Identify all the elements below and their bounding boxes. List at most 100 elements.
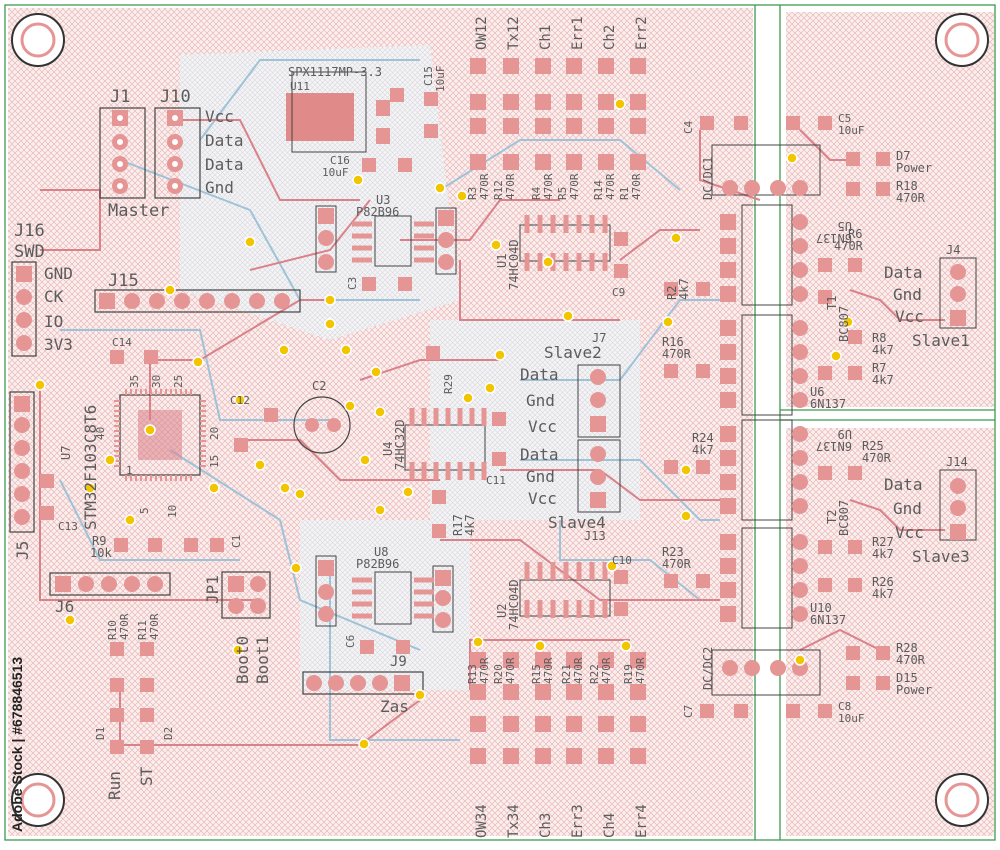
vias	[34, 98, 854, 750]
master-pin-data-2: Data	[205, 155, 244, 174]
dcdc-1	[711, 144, 821, 196]
mcu-pin-10: 10	[166, 505, 179, 518]
ic-u4	[404, 408, 487, 480]
r28-ref: R28	[896, 641, 918, 655]
r10-val: 470R	[118, 613, 131, 640]
slave4-pin-gnd: Gnd	[526, 467, 555, 486]
res-ref-r19: R19	[622, 664, 635, 684]
jp1-label: JP1	[203, 575, 222, 604]
led-label-tx34: Tx34	[506, 804, 522, 838]
slave3-pin-data: Data	[884, 475, 923, 494]
slave2-name: Slave2	[544, 343, 602, 362]
connector-jp1	[221, 571, 271, 619]
res-ref-r13: R13	[466, 664, 479, 684]
mcu-pin-1: 1	[126, 464, 133, 477]
slave4-pin-data: Data	[520, 445, 559, 464]
watermark-label: Adobe Stock | #678846513	[9, 657, 25, 832]
slave1-ref: J4	[946, 243, 960, 257]
r11-val: 470R	[148, 613, 161, 640]
u8-part: P82B96	[356, 557, 399, 571]
led-label-ow34: OW34	[474, 804, 490, 838]
slave1-pin-gnd: Gnd	[893, 285, 922, 304]
t1-part: BC807	[837, 306, 851, 342]
res-val-r3: 470R	[478, 173, 491, 200]
c9-ref: C9	[612, 286, 625, 299]
j15-label: J15	[108, 271, 139, 291]
c8-val: 10uF	[838, 712, 865, 725]
r8-val: 4k7	[872, 343, 894, 357]
master-label-j1: J1	[110, 87, 130, 107]
r23-ref: R23	[662, 545, 684, 559]
res-ref-r14: R14	[592, 180, 605, 200]
led-label-ch1: Ch1	[538, 25, 554, 50]
c13-ref: C13	[58, 520, 78, 533]
boot0-label: Boot0	[233, 636, 252, 684]
connector-j10	[154, 107, 201, 199]
connector-j6	[49, 572, 171, 596]
jumper-pads	[315, 205, 457, 633]
r23-val: 470R	[662, 557, 692, 571]
slave4-ref: J13	[584, 529, 606, 543]
board-outline	[4, 4, 996, 841]
r25-ref: R25	[862, 439, 884, 453]
r2-ref: R2	[665, 286, 679, 300]
t1-ref: T1	[825, 296, 839, 310]
c4-ref: C4	[682, 120, 695, 134]
r27-ref: R27	[872, 535, 894, 549]
res-val-r21: 470R	[572, 657, 585, 684]
ic-u3	[352, 215, 434, 267]
cap-c2	[293, 396, 351, 454]
led-label-ow12: OW12	[474, 16, 490, 50]
res-val-r12: 470R	[504, 173, 517, 200]
r9-val: 10k	[90, 546, 112, 560]
d1-label: D1	[94, 727, 107, 740]
mcu-pin-30: 30	[150, 375, 163, 388]
c14-ref: C14	[112, 336, 132, 349]
led-label-ch4: Ch4	[602, 813, 618, 838]
r27-val: 4k7	[872, 547, 894, 561]
r18-val: 470R	[896, 191, 926, 205]
u1-part: 74HC04D	[507, 239, 521, 290]
connector-j5	[9, 391, 35, 533]
res-ref-r21: R21	[560, 664, 573, 684]
r16-ref: R16	[662, 335, 684, 349]
slave2-ref: J7	[592, 331, 606, 345]
swd-title: SWD	[14, 242, 45, 262]
d7-label: Power	[896, 161, 932, 175]
optocoupler-column	[720, 204, 808, 629]
res-ref-r3: R3	[466, 187, 479, 200]
c10-ref: C10	[612, 554, 632, 567]
zas-label: Zas	[380, 697, 409, 716]
slave2-pin-data: Data	[520, 365, 559, 384]
r10-ref: R10	[106, 620, 119, 640]
res-val-r20: 470R	[504, 657, 517, 684]
res-ref-r5: R5	[556, 187, 569, 200]
slave1-pin-vcc: Vcc	[895, 307, 924, 326]
res-ref-r4: R4	[530, 186, 543, 200]
r17-ref: R17	[451, 514, 465, 536]
j9-label: J9	[390, 654, 407, 670]
slave4-pin-vcc: Vcc	[528, 489, 557, 508]
swd-pin-io: IO	[44, 312, 63, 331]
mcu-ref: U7	[59, 446, 73, 460]
mcu-name: STM32F103C8T6	[81, 405, 100, 530]
master-label-j10: J10	[160, 87, 191, 107]
led-label-err1: Err1	[570, 16, 586, 50]
res-val-r1: 470R	[630, 173, 643, 200]
j6-label: J6	[55, 597, 74, 616]
led-label-err3: Err3	[570, 804, 586, 838]
mcu-pin-15: 15	[208, 455, 221, 468]
boot1-label: Boot1	[253, 636, 272, 684]
led-label-err4: Err4	[634, 804, 650, 838]
mcu-pin-40: 40	[94, 427, 107, 440]
res-val-r14: 470R	[604, 173, 617, 200]
c15-ref: C15	[422, 66, 435, 86]
mcu-pin-20: 20	[208, 427, 221, 440]
u5-ref: U5	[838, 219, 852, 233]
res-val-r15: 470R	[542, 657, 555, 684]
r28-val: 470R	[896, 653, 926, 667]
led-label-err2: Err2	[634, 16, 650, 50]
res-ref-r1: R1	[618, 187, 631, 200]
slave3-pin-gnd: Gnd	[893, 499, 922, 518]
